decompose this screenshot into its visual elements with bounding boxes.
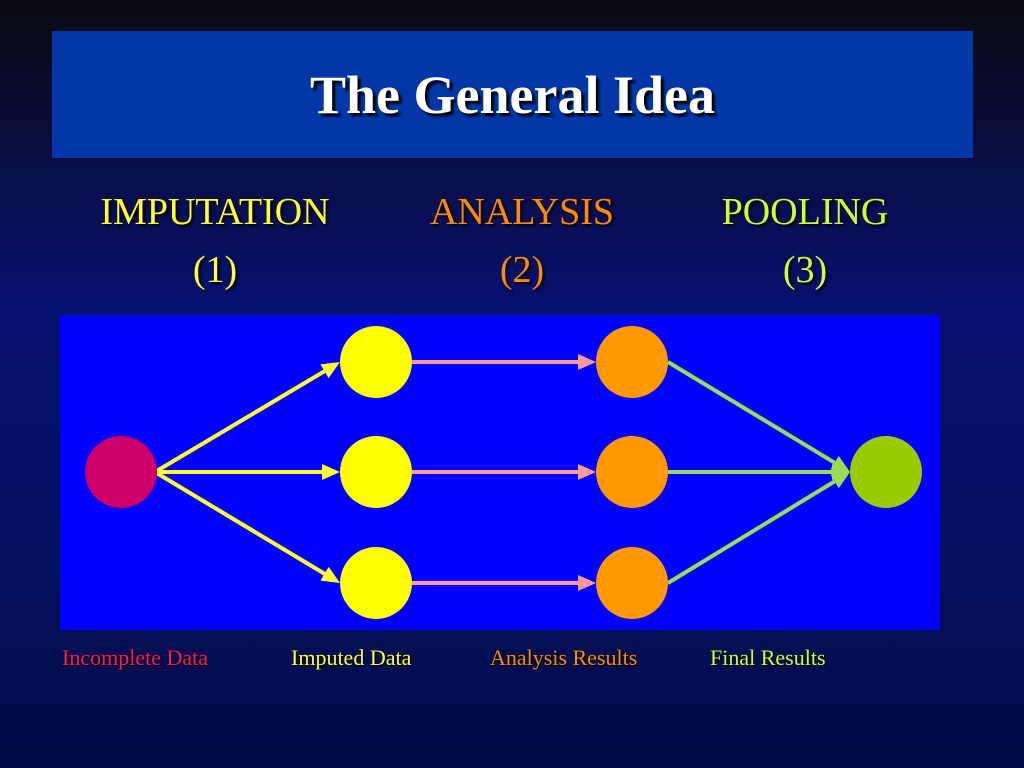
legend-analysis-results: Analysis Results	[490, 645, 638, 670]
final-result-node	[850, 436, 922, 508]
stage-pooling: POOLING (3)	[665, 190, 945, 292]
pooling-arrow-2	[668, 464, 850, 480]
stage-imputation-number: (1)	[192, 249, 238, 291]
stage-pooling-label: POOLING	[721, 191, 889, 233]
analysis-arrow-1	[412, 354, 596, 370]
analysis-result-node-2	[596, 436, 668, 508]
stage-analysis: ANALYSIS (2)	[372, 190, 672, 292]
title-band: The General Idea	[52, 31, 973, 158]
imputed-data-node-1	[340, 326, 412, 398]
analysis-result-node-3	[596, 547, 668, 619]
legend-final-results: Final Results	[710, 645, 826, 670]
flow-svg	[85, 326, 922, 619]
imputation-flow-diagram	[60, 315, 940, 630]
stage-analysis-number: (2)	[499, 249, 545, 291]
imputed-data-node-3	[340, 547, 412, 619]
stage-imputation-label: IMPUTATION	[100, 191, 330, 233]
imputation-arrow-3	[153, 470, 340, 583]
stage-analysis-label: ANALYSIS	[429, 191, 615, 233]
imputation-arrow-1	[153, 362, 340, 474]
legend-incomplete-data: Incomplete Data	[62, 645, 208, 670]
pooling-arrow-1	[666, 360, 850, 472]
incomplete-data-node	[85, 436, 157, 508]
slide-title: The General Idea	[310, 64, 715, 125]
analysis-arrow-3	[412, 575, 596, 591]
pooling-arrow-3	[666, 472, 850, 585]
analysis-result-node-1	[596, 326, 668, 398]
stage-imputation: IMPUTATION (1)	[65, 190, 365, 292]
legend-imputed-data: Imputed Data	[291, 645, 412, 670]
imputation-arrow-2	[155, 464, 340, 480]
stage-pooling-number: (3)	[782, 249, 828, 291]
analysis-arrow-2	[412, 464, 596, 480]
imputed-data-node-2	[340, 436, 412, 508]
